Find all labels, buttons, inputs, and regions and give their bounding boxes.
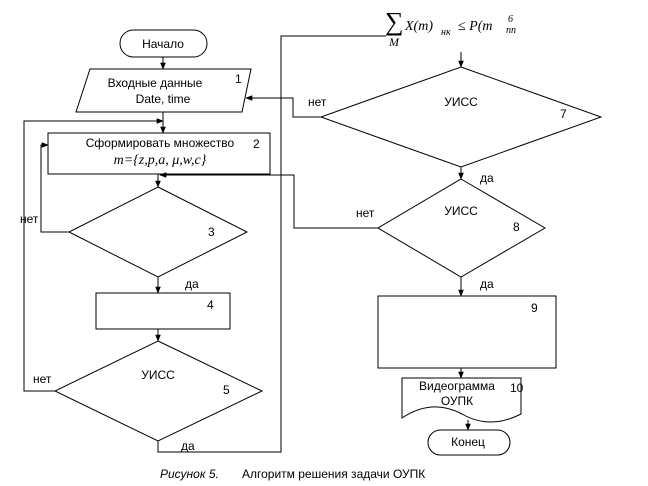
process-4 bbox=[95, 292, 231, 330]
decision-8 bbox=[377, 178, 546, 278]
edge-d5-no-loop bbox=[23, 118, 164, 392]
document-10 bbox=[401, 377, 522, 423]
form-line1: Сформировать множество bbox=[86, 136, 235, 150]
doc10-line2: ОУПК bbox=[441, 394, 473, 408]
d5-label: УИСС bbox=[141, 368, 175, 382]
formula-body: X(m) bbox=[404, 19, 433, 34]
figure-number: Рисунок 5. bbox=[160, 467, 219, 481]
d5-yes-label: да bbox=[181, 439, 195, 453]
d5-number: 5 bbox=[223, 383, 230, 397]
decision-3 bbox=[67, 186, 249, 278]
d8-number: 8 bbox=[513, 220, 520, 234]
formula-subscript: нк bbox=[441, 27, 451, 38]
condition-formula: ∑ M X(m) нк ≤ P(m 6 пп bbox=[385, 7, 516, 49]
d7-yes-label: да bbox=[480, 171, 494, 185]
formula-relation: ≤ P(m bbox=[458, 19, 493, 34]
decision-7 bbox=[319, 66, 603, 168]
form-set-process bbox=[47, 132, 271, 175]
edge-d3-no-loop bbox=[40, 142, 69, 233]
form-formula: m={z,p,a, μ,w,c} bbox=[114, 153, 207, 168]
start-label: Начало bbox=[142, 37, 184, 51]
doc10-number: 10 bbox=[510, 381, 524, 395]
p4-number: 4 bbox=[207, 298, 214, 312]
input-data-parallelogram bbox=[75, 68, 252, 113]
process-9 bbox=[377, 295, 557, 369]
figure-caption: Алгоритм решения задачи ОУПК bbox=[242, 467, 425, 481]
formula-sum-sub: M bbox=[388, 35, 400, 49]
edge-d5-yes bbox=[157, 35, 386, 453]
p9-number: 9 bbox=[531, 301, 538, 315]
form-number: 2 bbox=[253, 137, 260, 151]
d7-label: УИСС bbox=[444, 95, 478, 109]
doc10-line1: Видеограмма bbox=[419, 379, 495, 393]
input-number: 1 bbox=[235, 72, 242, 86]
d8-label: УИСС bbox=[444, 204, 478, 218]
d3-number: 3 bbox=[208, 225, 215, 239]
input-line2: Date, time bbox=[136, 92, 191, 106]
edge-d8-no bbox=[159, 172, 378, 229]
formula-sub2: пп bbox=[506, 25, 516, 36]
d3-yes-label: да bbox=[185, 277, 199, 291]
d8-yes-label: да bbox=[480, 277, 494, 291]
end-label: Конец bbox=[451, 435, 485, 449]
d8-no-label: нет bbox=[356, 206, 375, 220]
d7-no-label: нет bbox=[308, 95, 327, 109]
formula-sup: 6 bbox=[508, 14, 513, 25]
d3-no-label: нет bbox=[20, 212, 39, 226]
d5-no-label: нет bbox=[33, 372, 52, 386]
input-line1: Входные данные bbox=[108, 76, 203, 90]
decision-5 bbox=[53, 340, 264, 442]
d7-number: 7 bbox=[560, 107, 567, 121]
formula-sum: ∑ bbox=[385, 7, 404, 36]
edge-d7-no bbox=[245, 95, 321, 118]
